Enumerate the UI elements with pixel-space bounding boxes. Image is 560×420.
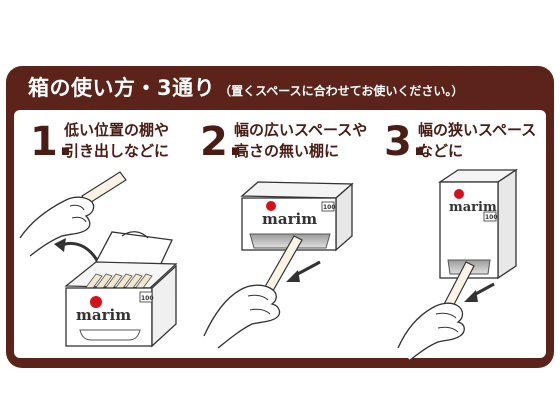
box-2-brand: marim [262, 210, 317, 228]
box-1-brand: marim [76, 306, 131, 324]
step-2-text: 幅の広いスペースや 高さの無い棚に [234, 120, 367, 162]
illustration-3: marim 100 [397, 168, 519, 361]
box-2-badge: 100 [323, 204, 336, 211]
panel-title: 箱の使い方・3通り（置くスペースに合わせてお使いください。） [28, 72, 463, 102]
step-1-number: 1. [30, 119, 74, 165]
title-sub: （置くスペースに合わせてお使いください。） [219, 84, 464, 98]
box-2-logo [266, 201, 276, 211]
step-2-line-1: 幅の広いスペースや [234, 121, 368, 139]
step-3-number: 3. [384, 119, 428, 165]
step-1-line-1: 低い位置の棚や [64, 121, 170, 139]
step-3-line-2: などに [418, 142, 464, 160]
illustration-1: marim 100 [19, 171, 178, 348]
box-3-brand: marim [449, 200, 497, 215]
step-3-line-1: 幅の狭いスペース [418, 121, 537, 139]
step-2-line-2: 高さの無い棚に [234, 142, 340, 160]
arrow-flip-icon [59, 241, 100, 263]
box-3-logo [454, 189, 464, 199]
hand-pulling-stick-icon [203, 284, 281, 349]
title-main: 箱の使い方・3通り [28, 76, 216, 100]
box-2-opening [249, 233, 331, 249]
box-1-logo [90, 296, 102, 308]
step-1-text: 低い位置の棚や 引き出しなどに [64, 120, 169, 162]
box-1-badge: 100 [141, 295, 154, 302]
box-3-badge: 100 [485, 214, 498, 221]
hand-pulling-stick-icon [19, 196, 95, 257]
hand-pulling-stick-icon [397, 302, 465, 361]
step-3-text: 幅の狭いスペース などに [418, 120, 536, 162]
step-1-line-2: 引き出しなどに [64, 142, 170, 160]
step-2-number: 2. [200, 119, 244, 165]
illustration-2: marim 100 [203, 181, 354, 349]
